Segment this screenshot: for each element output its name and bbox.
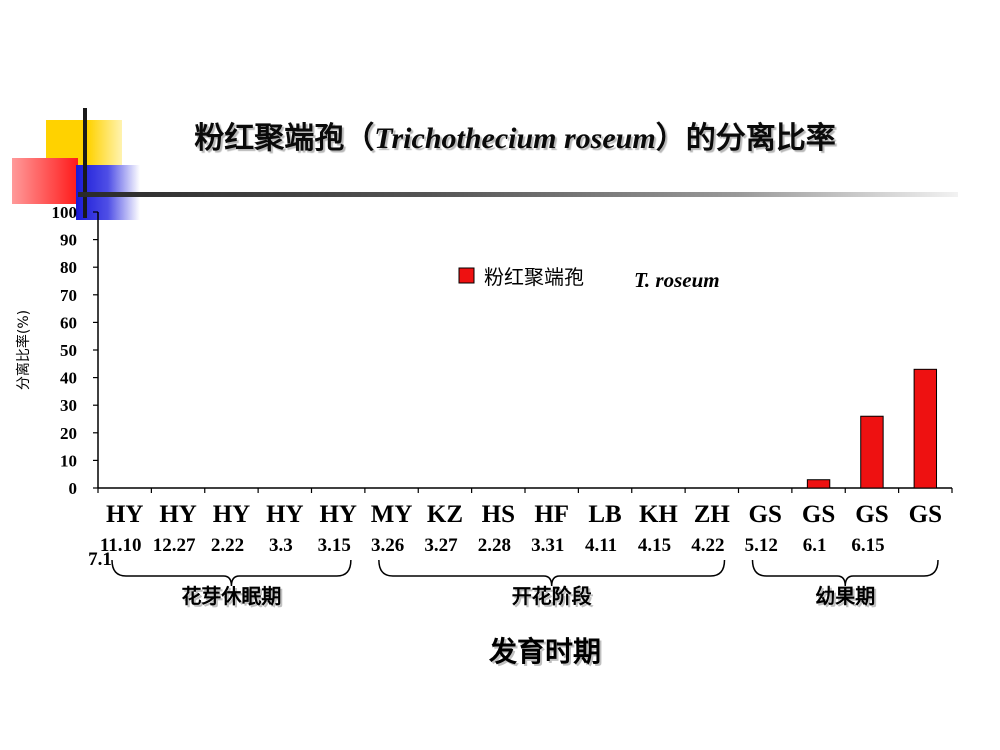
category-code-label: GS xyxy=(749,501,782,528)
legend-swatch xyxy=(458,267,475,284)
title-latin-name: Trichothecium roseum xyxy=(374,122,656,155)
category-code-label: KH xyxy=(639,501,678,528)
category-date-label: 6.1 xyxy=(803,535,827,556)
y-tick-label: 30 xyxy=(60,396,77,415)
bar xyxy=(860,415,884,489)
category-date-label: 12.27 xyxy=(153,535,196,556)
title-suffix: ）的分离比率 xyxy=(655,121,836,156)
decor-red-square xyxy=(12,158,78,204)
category-date-label: 11.10 xyxy=(100,535,142,556)
y-axis-label: 分离比率(%) xyxy=(15,310,32,390)
y-tick-label: 70 xyxy=(60,286,77,305)
category-code-label: HS xyxy=(482,501,515,528)
category-code-label: MY xyxy=(371,501,413,528)
category-code-label: GS xyxy=(802,501,835,528)
category-code-label: LB xyxy=(588,501,621,528)
y-tick-label: 0 xyxy=(69,479,78,498)
category-code-label: HY xyxy=(266,501,304,528)
bar xyxy=(806,479,831,489)
category-date-label: 5.12 xyxy=(745,535,778,556)
y-tick-label: 40 xyxy=(60,369,77,388)
legend: 粉红聚端孢 T. roseum xyxy=(458,265,720,292)
y-tick-label: 10 xyxy=(60,451,77,470)
stage-label: 花芽休眠期 xyxy=(181,584,281,608)
bars xyxy=(806,368,938,489)
category-date-label: 3.15 xyxy=(318,535,351,556)
x-axis-label: 发育时期 xyxy=(488,635,601,668)
category-date-label: 3.27 xyxy=(424,535,458,556)
stage-label: 开花阶段 xyxy=(512,584,592,608)
title-prefix: 粉红聚端孢（ xyxy=(194,121,375,156)
category-code-label: GS xyxy=(855,501,888,528)
category-date-label: 3.26 xyxy=(371,535,404,556)
category-code-label: HY xyxy=(159,501,197,528)
y-tick-label: 60 xyxy=(60,313,77,332)
decor-vertical-line xyxy=(83,108,87,218)
y-tick-label: 20 xyxy=(60,424,77,443)
category-code-label: HY xyxy=(319,501,357,528)
slide-title: 粉红聚端孢（Trichothecium roseum）的分离比率 xyxy=(120,113,910,157)
legend-label-cn: 粉红聚端孢 xyxy=(484,265,584,289)
category-date-label: 2.22 xyxy=(211,535,244,556)
category-code-label: HY xyxy=(106,501,144,528)
category-date-label: 3.31 xyxy=(531,535,564,556)
y-axis: 0 10 20 30 40 50 60 70 80 90 100 xyxy=(52,203,99,498)
stage-brace xyxy=(378,559,726,587)
decor-horizontal-rule xyxy=(78,192,958,197)
stage-groups: 花芽休眠期 开花阶段 幼果期 xyxy=(111,559,939,608)
stage-label: 幼果期 xyxy=(815,584,875,608)
y-tick-label: 90 xyxy=(60,231,77,250)
category-date-label: 3.3 xyxy=(269,535,293,556)
category-date-label: 7.1 xyxy=(88,549,112,570)
category-labels: HY 11.10 HY 12.27 HY 2.22 HY 3.3 HY 3.15 MY 3.26 KZ 3… xyxy=(88,501,942,570)
category-date-label: 4.15 xyxy=(638,535,671,556)
category-code-label: HY xyxy=(213,501,251,528)
stage-brace xyxy=(111,559,352,587)
y-tick-label: 50 xyxy=(60,341,77,360)
stage-brace xyxy=(751,559,939,587)
category-code-label: ZH xyxy=(694,501,731,528)
category-date-label: 6.15 xyxy=(851,535,884,556)
legend-label-latin: T. roseum xyxy=(634,268,720,292)
category-code-label: KZ xyxy=(427,501,463,528)
y-tick-label: 80 xyxy=(60,258,77,277)
category-code-label: GS xyxy=(909,501,942,528)
category-date-label: 2.28 xyxy=(478,535,511,556)
category-date-label: 4.22 xyxy=(691,535,724,556)
x-axis xyxy=(97,487,953,493)
category-code-label: HF xyxy=(534,501,569,528)
y-tick-label: 100 xyxy=(52,203,78,222)
bar xyxy=(913,368,938,489)
category-date-label: 4.11 xyxy=(585,535,617,556)
